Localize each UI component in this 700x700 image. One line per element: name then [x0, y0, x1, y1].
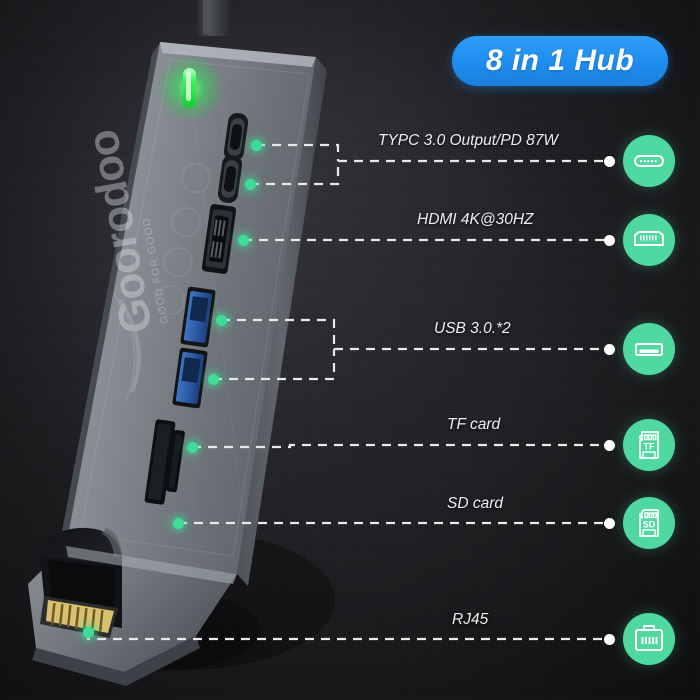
usb-c-upper-dot	[250, 139, 262, 151]
callout-label-hdmi: HDMI 4K@30HZ	[417, 211, 534, 228]
leader-end-dot-typec	[603, 155, 615, 167]
tf-card-slot	[166, 429, 185, 493]
callout-label-usb3: USB 3.0.*2	[434, 320, 511, 337]
usb-c-cable	[197, 0, 232, 36]
sd-card-slot	[144, 419, 176, 505]
svg-text:SD: SD	[643, 520, 656, 530]
rj45-jack	[28, 527, 237, 686]
led-indicator	[156, 54, 224, 122]
hdmi-icon	[634, 231, 664, 246]
badge-label: 8 in 1 Hub	[485, 44, 635, 77]
leader-end-dot-hdmi	[603, 234, 615, 246]
usb-c-icon-badge	[623, 135, 675, 187]
tf-card-icon-badge: TF	[623, 419, 675, 471]
hdmi-icon-badge	[623, 214, 675, 266]
usb-c-icon	[634, 155, 664, 167]
tf-card-icon: TF	[639, 431, 659, 459]
usb-c-port-2	[217, 155, 243, 203]
leader-end-dot-usb3	[603, 343, 615, 355]
sd-card-icon-badge: SD	[623, 497, 675, 549]
usb-a-icon-badge	[623, 323, 675, 375]
hdmi-port	[201, 204, 237, 274]
callout-label-sd: SD card	[447, 495, 503, 512]
callout-label-rj45: RJ45	[452, 611, 489, 628]
usb3-port-1	[180, 286, 216, 348]
usb3-port-2	[172, 347, 208, 409]
svg-text:TF: TF	[644, 442, 655, 452]
usb3-upper-dot	[215, 314, 227, 326]
sd-card-icon: SD	[639, 509, 659, 537]
callout-label-tf: TF card	[447, 416, 501, 433]
rj45-gold-pins	[40, 596, 118, 638]
rj45-icon-badge	[623, 613, 675, 665]
hdmi-dot	[237, 234, 249, 246]
rj45-icon	[635, 625, 663, 651]
rj45-dot	[82, 626, 94, 638]
leader-end-dot-tf	[603, 439, 615, 451]
usb3-lower-dot	[207, 373, 219, 385]
sd-card-dot	[172, 517, 184, 529]
usb-c-lower-dot	[244, 178, 256, 190]
usb-c-port-1	[223, 113, 249, 161]
product-badge: 8 in 1 Hub	[452, 36, 668, 86]
tf-card-dot	[186, 441, 198, 453]
leader-end-dot-sd	[603, 517, 615, 529]
usb-a-icon	[635, 343, 663, 356]
callout-label-typec: TYPC 3.0 Output/PD 87W	[378, 132, 559, 149]
leader-end-dot-rj45	[603, 633, 615, 645]
